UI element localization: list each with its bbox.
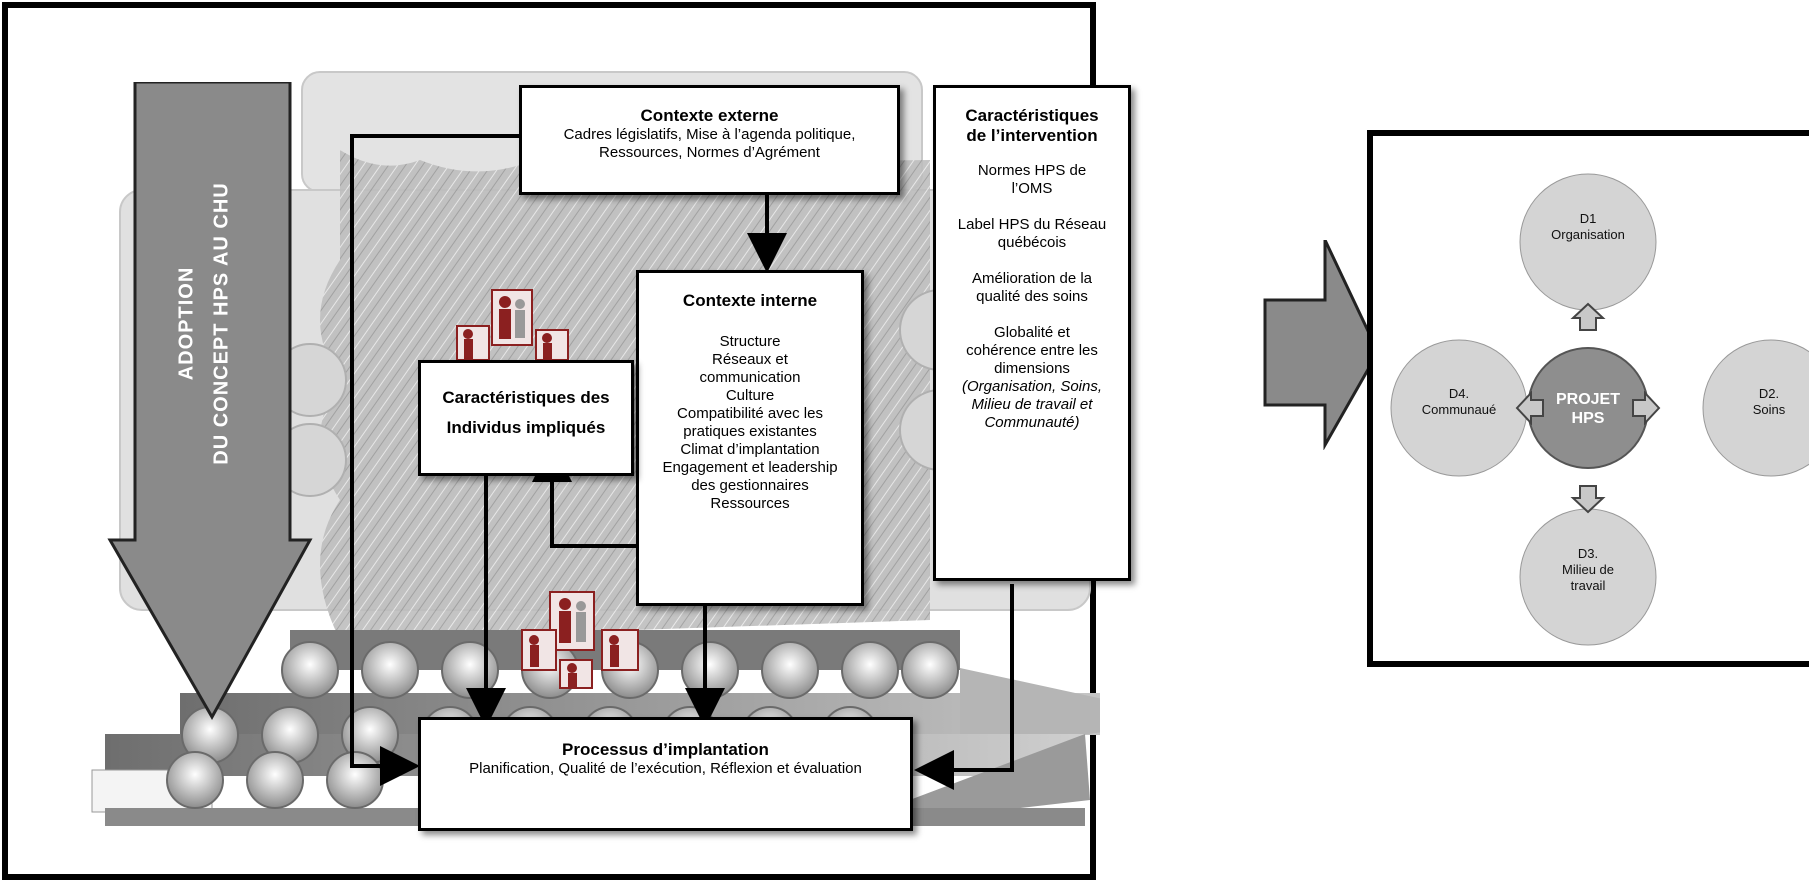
intervention-item: québécois xyxy=(997,234,1067,251)
external-context-line: Ressources, Normes d’Agrément xyxy=(599,144,820,161)
adoption-down-arrow xyxy=(107,82,313,721)
process-title: Processus d’implantation xyxy=(562,740,769,759)
internal-context-item: Réseaux et xyxy=(712,351,788,368)
individuals-title: Individus impliqués xyxy=(446,418,606,437)
people-icon xyxy=(521,591,639,689)
internal-context-item: Culture xyxy=(725,387,775,404)
d2-code: D2. xyxy=(1758,386,1780,401)
d1-name: Organisation xyxy=(1551,227,1625,242)
d2-label: D2. Soins xyxy=(1731,386,1807,418)
left-arrow-icon xyxy=(1515,390,1544,426)
d2-name: Soins xyxy=(1752,402,1786,417)
intervention-title: Caractéristiques xyxy=(965,106,1099,125)
external-context-line: Cadres législatifs, Mise à l’agenda poli… xyxy=(563,126,856,143)
d2-circle xyxy=(1702,339,1809,477)
d1-code: D1 xyxy=(1579,211,1597,226)
center-line: HPS xyxy=(1571,410,1605,427)
internal-context-item: des gestionnaires xyxy=(691,477,809,494)
center-label: PROJET HPS xyxy=(1528,390,1648,428)
internal-context-item: Structure xyxy=(719,333,781,350)
process-line: Planification, Qualité de l’exécution, R… xyxy=(469,760,862,777)
up-arrow-icon xyxy=(1570,302,1606,331)
down-arrow-icon xyxy=(1570,485,1606,514)
d3-code: D3. xyxy=(1577,546,1599,561)
individuals-title: Caractéristiques des xyxy=(442,388,610,407)
d1-label: D1 Organisation xyxy=(1528,211,1648,243)
connector-arrows xyxy=(350,134,1014,790)
intervention-item: Globalité et xyxy=(994,324,1070,341)
intervention-item: l’OMS xyxy=(1011,180,1053,197)
intervention-item: Amélioration de la xyxy=(971,270,1093,287)
internal-context-item: Engagement et leadership xyxy=(662,459,838,476)
intervention-item: Normes HPS de xyxy=(977,162,1087,179)
internal-context-item: Compatibilité avec les xyxy=(677,405,823,422)
intervention-characteristics-box: Caractéristiques de l’intervention Norme… xyxy=(933,85,1131,581)
intervention-item: dimensions xyxy=(994,360,1070,377)
internal-context-title: Contexte interne xyxy=(682,291,818,310)
internal-context-item: pratiques existantes xyxy=(683,423,817,440)
d3-name: Milieu de xyxy=(1561,562,1615,577)
d4-label: D4. Communaué xyxy=(1399,386,1519,418)
d3-name: travail xyxy=(1570,578,1606,593)
center-line: PROJET xyxy=(1555,391,1620,408)
internal-context-box: Contexte interne Structure Réseaux et co… xyxy=(636,270,864,606)
intervention-item: cohérence entre les xyxy=(966,342,1098,359)
internal-context-item: Ressources xyxy=(710,495,790,512)
people-icon xyxy=(456,289,569,361)
intervention-dimensions: Communauté) xyxy=(984,414,1080,431)
intervention-item: Label HPS du Réseau xyxy=(957,216,1107,233)
implementation-process-box: Processus d’implantation Planification, … xyxy=(418,717,913,831)
intervention-item: qualité des soins xyxy=(976,288,1088,305)
intervention-dimensions: Milieu de travail et xyxy=(971,396,1093,413)
d3-label: D3. Milieu de travail xyxy=(1528,546,1648,594)
internal-context-item: Climat d’implantation xyxy=(680,441,820,458)
transition-right-arrow xyxy=(1263,240,1380,450)
hps-dimensions-diagram xyxy=(1390,173,1809,646)
intervention-title: de l’intervention xyxy=(966,126,1098,145)
right-arrow-icon xyxy=(1632,390,1661,426)
d4-code: D4. xyxy=(1448,386,1470,401)
internal-context-item: communication xyxy=(699,369,801,386)
d4-name: Communaué xyxy=(1421,402,1497,417)
individuals-characteristics-box: Caractéristiques des Individus impliqués xyxy=(418,360,634,476)
external-context-box: Contexte externe Cadres législatifs, Mis… xyxy=(519,85,900,195)
intervention-dimensions: (Organisation, Soins, xyxy=(961,378,1103,395)
external-context-title: Contexte externe xyxy=(640,106,779,125)
